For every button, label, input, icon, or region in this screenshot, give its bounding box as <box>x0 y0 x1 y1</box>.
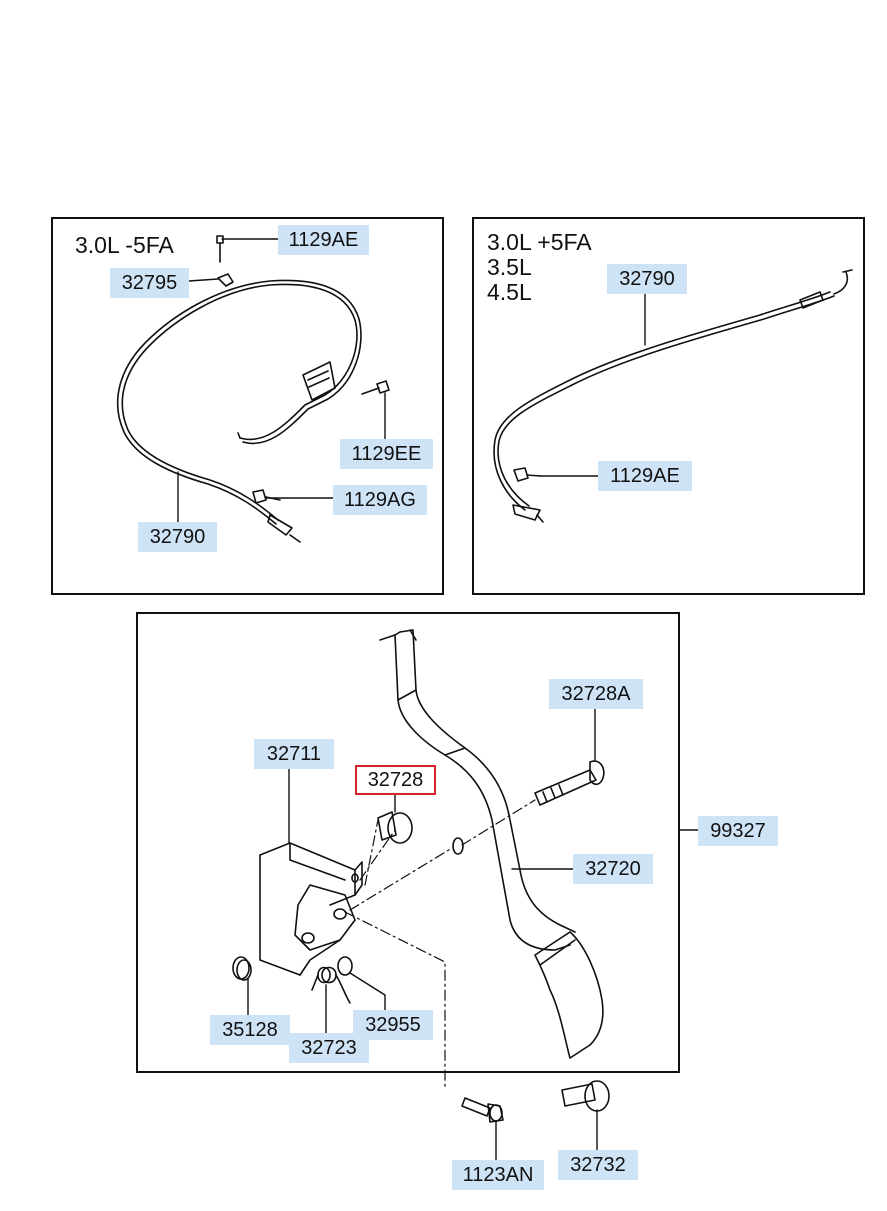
bolt-1123an-drawing <box>461 1097 504 1123</box>
callout-1129ag[interactable]: 1129AG <box>333 485 427 515</box>
callout-35128[interactable]: 35128 <box>210 1015 290 1045</box>
cable-left <box>116 235 390 543</box>
bolt-32728a-drawing <box>534 760 605 806</box>
callout-32728a[interactable]: 32728A <box>549 679 643 709</box>
bracket-drawing <box>259 842 363 976</box>
callout-1129ee[interactable]: 1129EE <box>340 439 433 469</box>
bushing-32728-drawing <box>377 811 413 844</box>
callout-99327[interactable]: 99327 <box>698 816 778 846</box>
engine-label-right-3: 4.5L <box>487 279 532 305</box>
callout-32732[interactable]: 32732 <box>558 1150 638 1180</box>
clip-32955 <box>337 956 353 976</box>
panel-pedal-assembly <box>136 612 680 1073</box>
pedal-arm-drawing <box>379 629 604 1059</box>
callout-32955[interactable]: 32955 <box>353 1010 433 1040</box>
engine-label-right-2: 3.5L <box>487 254 532 280</box>
spring-32723-drawing <box>311 966 351 1004</box>
callout-32790-right[interactable]: 32790 <box>607 264 687 294</box>
callout-32795[interactable]: 32795 <box>110 268 189 298</box>
callout-1123an[interactable]: 1123AN <box>452 1160 544 1190</box>
callout-32728[interactable]: 32728 <box>355 765 436 795</box>
callout-1129ae-left[interactable]: 1129AE <box>278 225 369 255</box>
engine-label-right-1: 3.0L +5FA <box>487 229 592 255</box>
callout-1129ae-right[interactable]: 1129AE <box>598 461 692 491</box>
callout-32790-left[interactable]: 32790 <box>138 522 217 552</box>
bolt-32732-drawing <box>561 1080 610 1112</box>
panel-cable-3-0l-plus-5fa <box>472 217 865 595</box>
cable-right <box>493 269 853 523</box>
callout-32711[interactable]: 32711 <box>254 739 334 769</box>
callout-32720[interactable]: 32720 <box>573 854 653 884</box>
panel-cable-3-0l-minus-5fa <box>51 217 444 595</box>
engine-label-left: 3.0L -5FA <box>75 232 174 258</box>
